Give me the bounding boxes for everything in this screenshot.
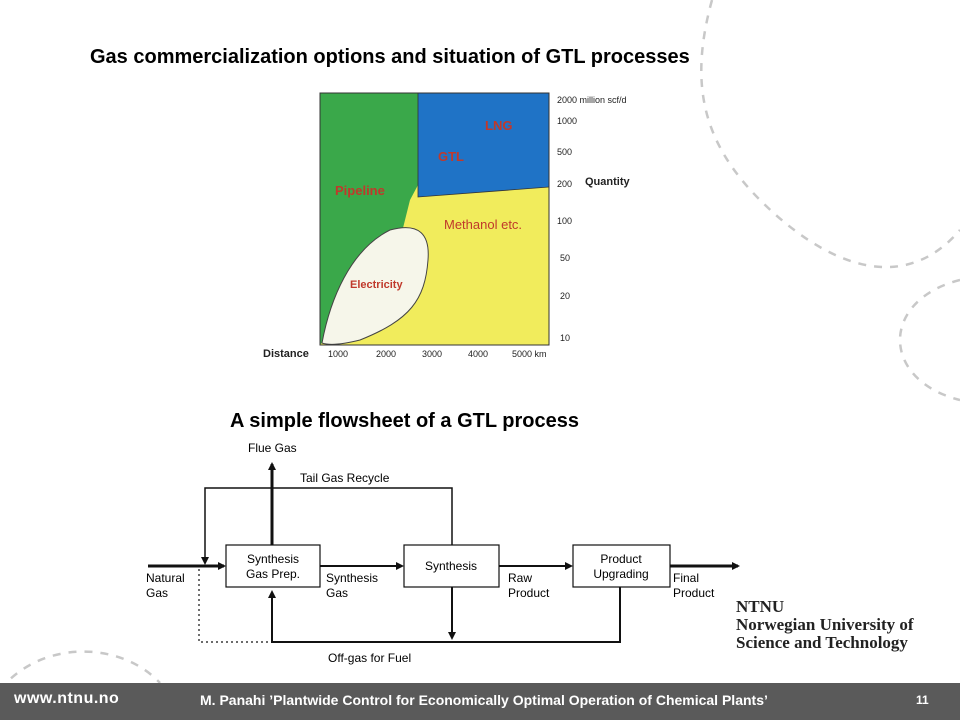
x-tick-label: 3000	[422, 349, 442, 359]
x-tick-label: 5000 km	[512, 349, 547, 359]
block-synthesis-gas-prep	[225, 544, 321, 588]
region-label-methanol: Methanol etc.	[444, 217, 522, 232]
footer-url-link[interactable]: www.ntnu.no	[14, 690, 120, 707]
block-label: Synthesis	[425, 559, 477, 573]
stream-label-synthesis-gas: Gas	[326, 586, 348, 600]
block-label: Product	[600, 552, 642, 566]
stream-label-raw-product: Product	[508, 586, 550, 600]
y-axis-label: Quantity	[585, 176, 630, 188]
page-number: 11	[916, 693, 929, 707]
stream-label-raw-product: Raw	[508, 571, 532, 585]
block-label: Synthesis	[247, 552, 299, 566]
y-tick-label: 20	[560, 291, 570, 301]
y-tick-label: 1000	[557, 116, 577, 126]
stream-label-natural-gas: Natural	[146, 571, 185, 585]
logo-line: NTNU	[736, 597, 785, 616]
y-unit-label: 2000 million scf/d	[557, 95, 627, 105]
stream-label-final-product: Product	[673, 586, 715, 600]
stream-label-final-product: Final	[673, 571, 699, 585]
x-axis-label: Distance	[263, 348, 309, 360]
footer-bar: www.ntnu.no M. Panahi ’Plantwide Control…	[0, 683, 960, 720]
logo-line: Science and Technology	[736, 633, 908, 652]
pipeline-boundary-line	[417, 93, 550, 198]
logo-line: Norwegian University of	[736, 615, 914, 634]
region-lng-gtl	[418, 93, 549, 197]
x-tick-label: 4000	[468, 349, 488, 359]
stream-tail-gas-recycle	[201, 487, 453, 565]
block-label: Gas Prep.	[246, 567, 300, 581]
y-tick-label: 50	[560, 253, 570, 263]
region-label-pipeline: Pipeline	[335, 183, 385, 198]
block-synthesis	[403, 544, 500, 588]
x-tick-label: 2000	[376, 349, 396, 359]
stream-label-synthesis-gas: Synthesis	[326, 571, 378, 585]
y-tick-label: 500	[557, 147, 572, 157]
y-tick-label: 10	[560, 333, 570, 343]
block-label: Upgrading	[593, 567, 648, 581]
y-tick-label: 200	[557, 179, 572, 189]
x-tick-label: 1000	[328, 349, 348, 359]
stream-label-flue-gas: Flue Gas	[248, 441, 297, 455]
flowsheet-title: A simple flowsheet of a GTL process	[230, 410, 579, 432]
region-electricity	[321, 227, 429, 345]
region-label-gtl: GTL	[438, 149, 464, 164]
y-tick-label: 100	[557, 216, 572, 226]
stream-label-natural-gas: Gas	[146, 586, 168, 600]
region-label-lng: LNG	[485, 118, 512, 133]
chart-frame	[319, 92, 550, 346]
ntnu-logo: NTNU Norwegian University of Science and…	[736, 598, 914, 652]
stream-label-offgas: Off-gas for Fuel	[328, 651, 411, 665]
stream-offgas-loop	[268, 587, 621, 643]
slide-title: Gas commercialization options and situat…	[90, 46, 690, 68]
footer-caption: M. Panahi ’Plantwide Control for Economi…	[200, 692, 768, 708]
block-product-upgrading	[572, 544, 671, 588]
stream-label-tail-gas: Tail Gas Recycle	[300, 471, 390, 485]
region-label-electricity: Electricity	[350, 279, 403, 291]
